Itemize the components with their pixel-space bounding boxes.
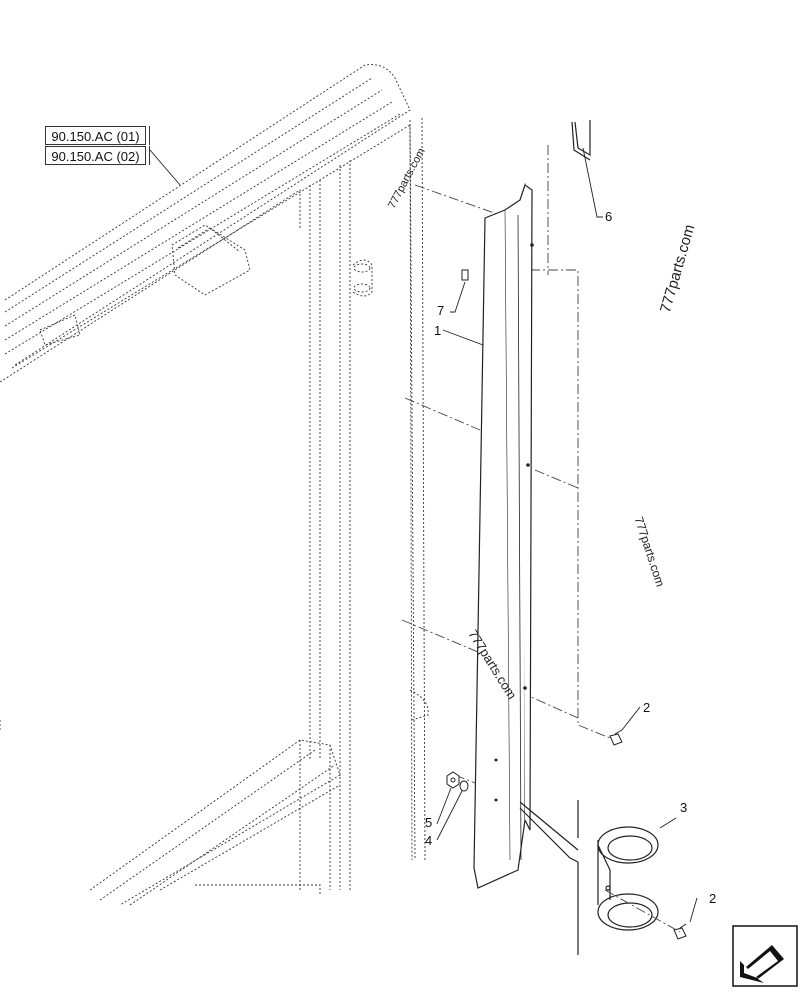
leader-lines [149,147,698,923]
callout-4: 4 [425,833,433,848]
detail-view [519,800,659,955]
callout-3: 3 [680,800,688,815]
cab-frame-hidden-lines [0,64,429,906]
trim-strip-part-1 [473,182,533,889]
callout-2-upper: 2 [643,700,651,715]
reference-link-02[interactable]: 90.150.AC (02) [45,146,150,165]
callout-5: 5 [425,815,433,830]
callout-6: 6 [605,209,613,224]
callout-7: 7 [437,303,445,318]
hook-part-6 [571,120,591,161]
callout-2-lower: 2 [709,891,717,906]
nut-washer-parts-4-5 [446,771,469,792]
reference-link-01[interactable]: 90.150.AC (01) [45,126,150,145]
strip-holes [494,243,534,802]
screw-part-2 [609,729,687,940]
callout-1: 1 [434,323,442,338]
detail-centerline [604,889,681,933]
clip-part-7 [461,269,469,281]
next-page-arrow-icon[interactable] [732,925,798,987]
